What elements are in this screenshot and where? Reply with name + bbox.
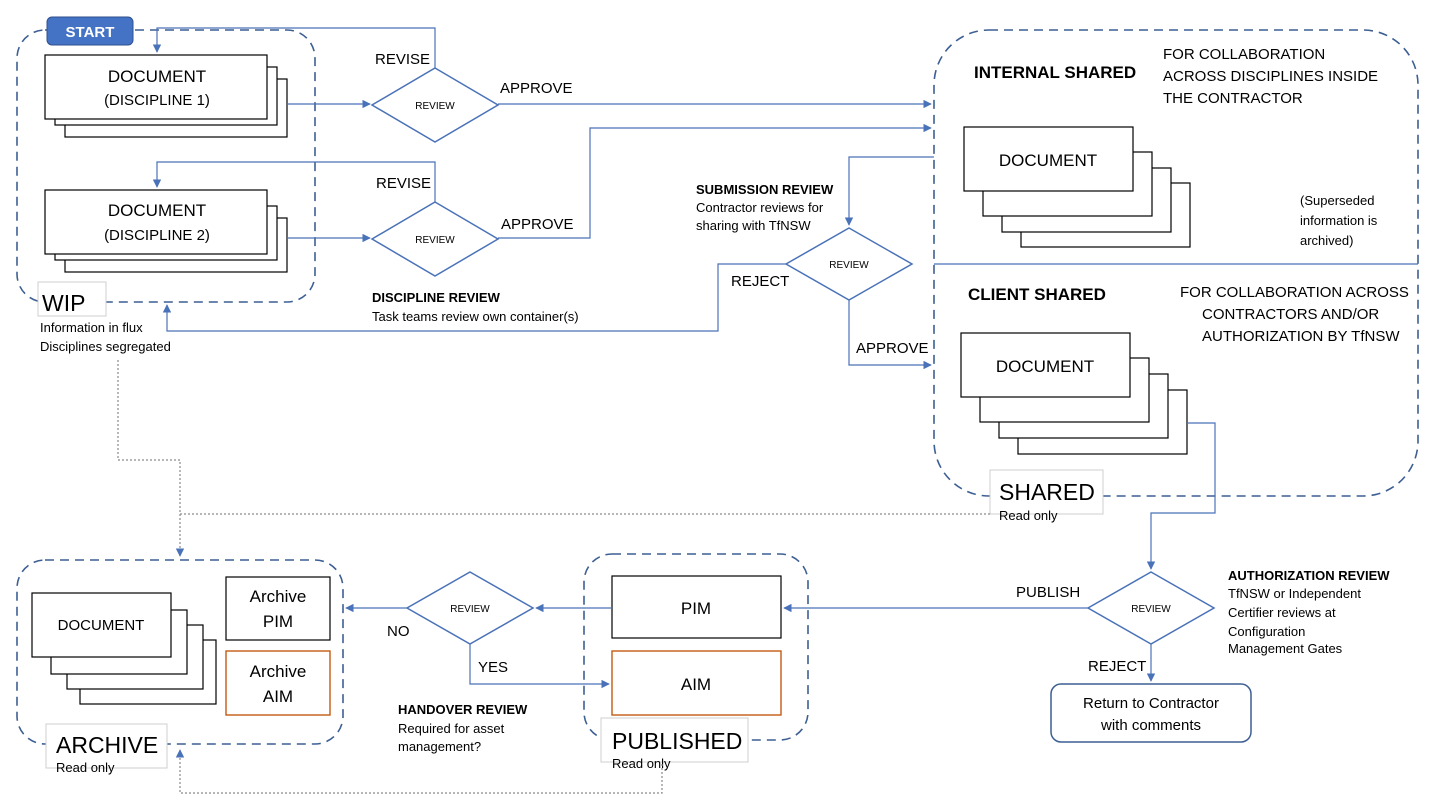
- archive-label-box: [45, 723, 168, 769]
- published-sub: Read only: [612, 756, 671, 771]
- svg-text:DOCUMENT: DOCUMENT: [996, 357, 1094, 376]
- internal-doc-stack: DOCUMENT: [963, 126, 1191, 248]
- submission-review-desc-2: sharing with TfNSW: [696, 218, 811, 233]
- authorization-review-title: AUTHORIZATION REVIEW: [1228, 568, 1390, 583]
- svg-text:AIM: AIM: [681, 675, 711, 694]
- wip-doc-2-stack: DOCUMENT (DISCIPLINE 2): [44, 189, 288, 273]
- authorization-review-desc-4: Management Gates: [1228, 641, 1343, 656]
- discipline-review-desc: Task teams review own container(s): [372, 309, 579, 324]
- shared-label: SHARED: [999, 479, 1095, 505]
- wip-doc-1: [44, 54, 268, 120]
- start-badge: [46, 16, 134, 46]
- wip-container: [16, 29, 316, 303]
- shared-container: [933, 29, 1419, 497]
- internal-shared-title: INTERNAL SHARED: [974, 63, 1136, 82]
- approve-label-2: APPROVE: [501, 216, 574, 233]
- shared-sub: Read only: [999, 508, 1058, 523]
- superseded-1: (Superseded: [1300, 193, 1374, 208]
- svg-text:DOCUMENT: DOCUMENT: [108, 67, 206, 86]
- archive-label: ARCHIVE: [56, 732, 158, 758]
- submission-approve-label: APPROVE: [856, 340, 929, 357]
- archive-pim-box: [225, 576, 331, 641]
- handover-review-desc-1: Required for asset: [398, 721, 505, 736]
- wip-label: WIP: [42, 290, 85, 316]
- svg-text:(DISCIPLINE 1): (DISCIPLINE 1): [104, 92, 210, 109]
- aim-box: [611, 650, 782, 716]
- publish-label: PUBLISH: [1016, 584, 1080, 601]
- internal-doc: [963, 126, 1134, 192]
- dotted-connectors: [117, 360, 990, 794]
- svg-text:PIM: PIM: [681, 599, 711, 618]
- client-shared-desc-1: FOR COLLABORATION ACROSS: [1180, 284, 1409, 301]
- approve-label-1: APPROVE: [500, 80, 573, 97]
- handover-review-title: HANDOVER REVIEW: [398, 702, 528, 717]
- superseded-3: archived): [1300, 233, 1353, 248]
- svg-text:Return to Contractor: Return to Contractor: [1083, 695, 1219, 712]
- svg-text:REVIEW: REVIEW: [415, 235, 455, 246]
- revise-label-1: REVISE: [375, 51, 430, 68]
- return-to-contractor-box: [1050, 683, 1252, 743]
- client-shared-title: CLIENT SHARED: [968, 285, 1106, 304]
- authorization-review-desc-1: TfNSW or Independent: [1228, 586, 1361, 601]
- svg-text:Archive: Archive: [250, 662, 307, 681]
- svg-text:DOCUMENT: DOCUMENT: [108, 201, 206, 220]
- archive-doc-stack: DOCUMENT: [31, 592, 217, 705]
- discipline-review-1-diamond: [370, 67, 500, 143]
- svg-text:PIM: PIM: [263, 612, 293, 631]
- pim-box: [611, 575, 782, 639]
- wip-label-box: [37, 281, 107, 317]
- wip-desc-1: Information in flux: [40, 320, 143, 335]
- auth-reject-label: REJECT: [1088, 658, 1146, 675]
- submission-review-title: SUBMISSION REVIEW: [696, 182, 834, 197]
- submission-reject-label: REJECT: [731, 273, 789, 290]
- svg-text:(DISCIPLINE 2): (DISCIPLINE 2): [104, 227, 210, 244]
- archive-container: [16, 559, 344, 745]
- archive-doc: [31, 592, 172, 658]
- authorization-review-desc-2: Certifier reviews at: [1228, 605, 1336, 620]
- svg-text:DOCUMENT: DOCUMENT: [999, 151, 1097, 170]
- client-shared-desc-2: CONTRACTORS AND/OR: [1202, 306, 1379, 323]
- svg-text:Archive: Archive: [250, 587, 307, 606]
- client-doc-stack: DOCUMENT: [960, 332, 1188, 455]
- internal-shared-desc-3: THE CONTRACTOR: [1163, 90, 1303, 107]
- svg-text:AIM: AIM: [263, 687, 293, 706]
- wip-desc-2: Disciplines segregated: [40, 339, 171, 354]
- wip-doc-1-stack: DOCUMENT (DISCIPLINE 1): [44, 54, 288, 138]
- submission-review-desc-1: Contractor reviews for: [696, 200, 824, 215]
- published-label: PUBLISHED: [612, 728, 742, 754]
- discipline-review-2-diamond: [370, 201, 500, 277]
- svg-text:REVIEW: REVIEW: [450, 604, 490, 615]
- archive-aim-box: [225, 650, 331, 716]
- published-label-box: [600, 717, 749, 763]
- archive-sub: Read only: [56, 760, 115, 775]
- handover-no-label: NO: [387, 623, 410, 640]
- shared-label-box: [989, 469, 1104, 515]
- svg-text:REVIEW: REVIEW: [1131, 604, 1171, 615]
- handover-yes-label: YES: [478, 659, 508, 676]
- client-doc: [960, 332, 1131, 398]
- revise-label-2: REVISE: [376, 175, 431, 192]
- svg-text:REVIEW: REVIEW: [829, 260, 869, 271]
- client-shared-desc-3: AUTHORIZATION BY TfNSW: [1202, 328, 1400, 345]
- wip-doc-2: [44, 189, 268, 255]
- svg-text:REVIEW: REVIEW: [415, 101, 455, 112]
- internal-shared-desc-2: ACROSS DISCIPLINES INSIDE: [1163, 68, 1378, 85]
- start-label: START: [66, 24, 115, 41]
- superseded-2: information is: [1300, 213, 1378, 228]
- connectors: [152, 27, 1216, 689]
- discipline-review-title: DISCIPLINE REVIEW: [372, 290, 501, 305]
- authorization-review-desc-3: Configuration: [1228, 624, 1305, 639]
- svg-text:DOCUMENT: DOCUMENT: [58, 617, 145, 634]
- handover-review-desc-2: management?: [398, 739, 481, 754]
- svg-text:with comments: with comments: [1100, 717, 1201, 734]
- internal-shared-desc-1: FOR COLLABORATION: [1163, 46, 1325, 63]
